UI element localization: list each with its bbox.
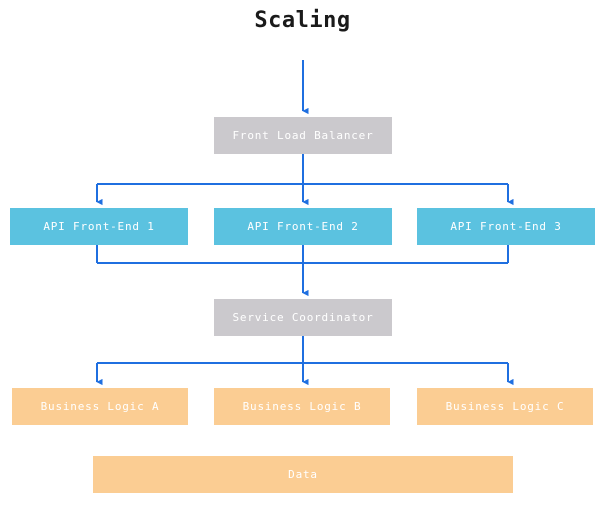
node-label-front-load-balancer: Front Load Balancer [232,129,374,142]
node-label-business-logic-c: Business Logic C [445,400,565,413]
node-label-business-logic-a: Business Logic A [40,400,160,413]
page-title: Scaling [254,8,351,33]
node-api-front-end-2[interactable]: API Front-End 2 [214,208,392,245]
node-api-front-end-1[interactable]: API Front-End 1 [10,208,188,245]
node-data[interactable]: Data [93,456,513,493]
node-label-api-front-end-1: API Front-End 1 [43,220,155,233]
node-label-data: Data [288,468,318,481]
node-business-logic-b[interactable]: Business Logic B [214,388,390,425]
node-business-logic-c[interactable]: Business Logic C [417,388,593,425]
node-label-api-front-end-3: API Front-End 3 [450,220,562,233]
node-label-business-logic-b: Business Logic B [242,400,362,413]
node-business-logic-a[interactable]: Business Logic A [12,388,188,425]
node-service-coordinator[interactable]: Service Coordinator [214,299,392,336]
node-api-front-end-3[interactable]: API Front-End 3 [417,208,595,245]
node-label-api-front-end-2: API Front-End 2 [247,220,359,233]
node-label-service-coordinator: Service Coordinator [232,311,374,324]
node-front-load-balancer[interactable]: Front Load Balancer [214,117,392,154]
